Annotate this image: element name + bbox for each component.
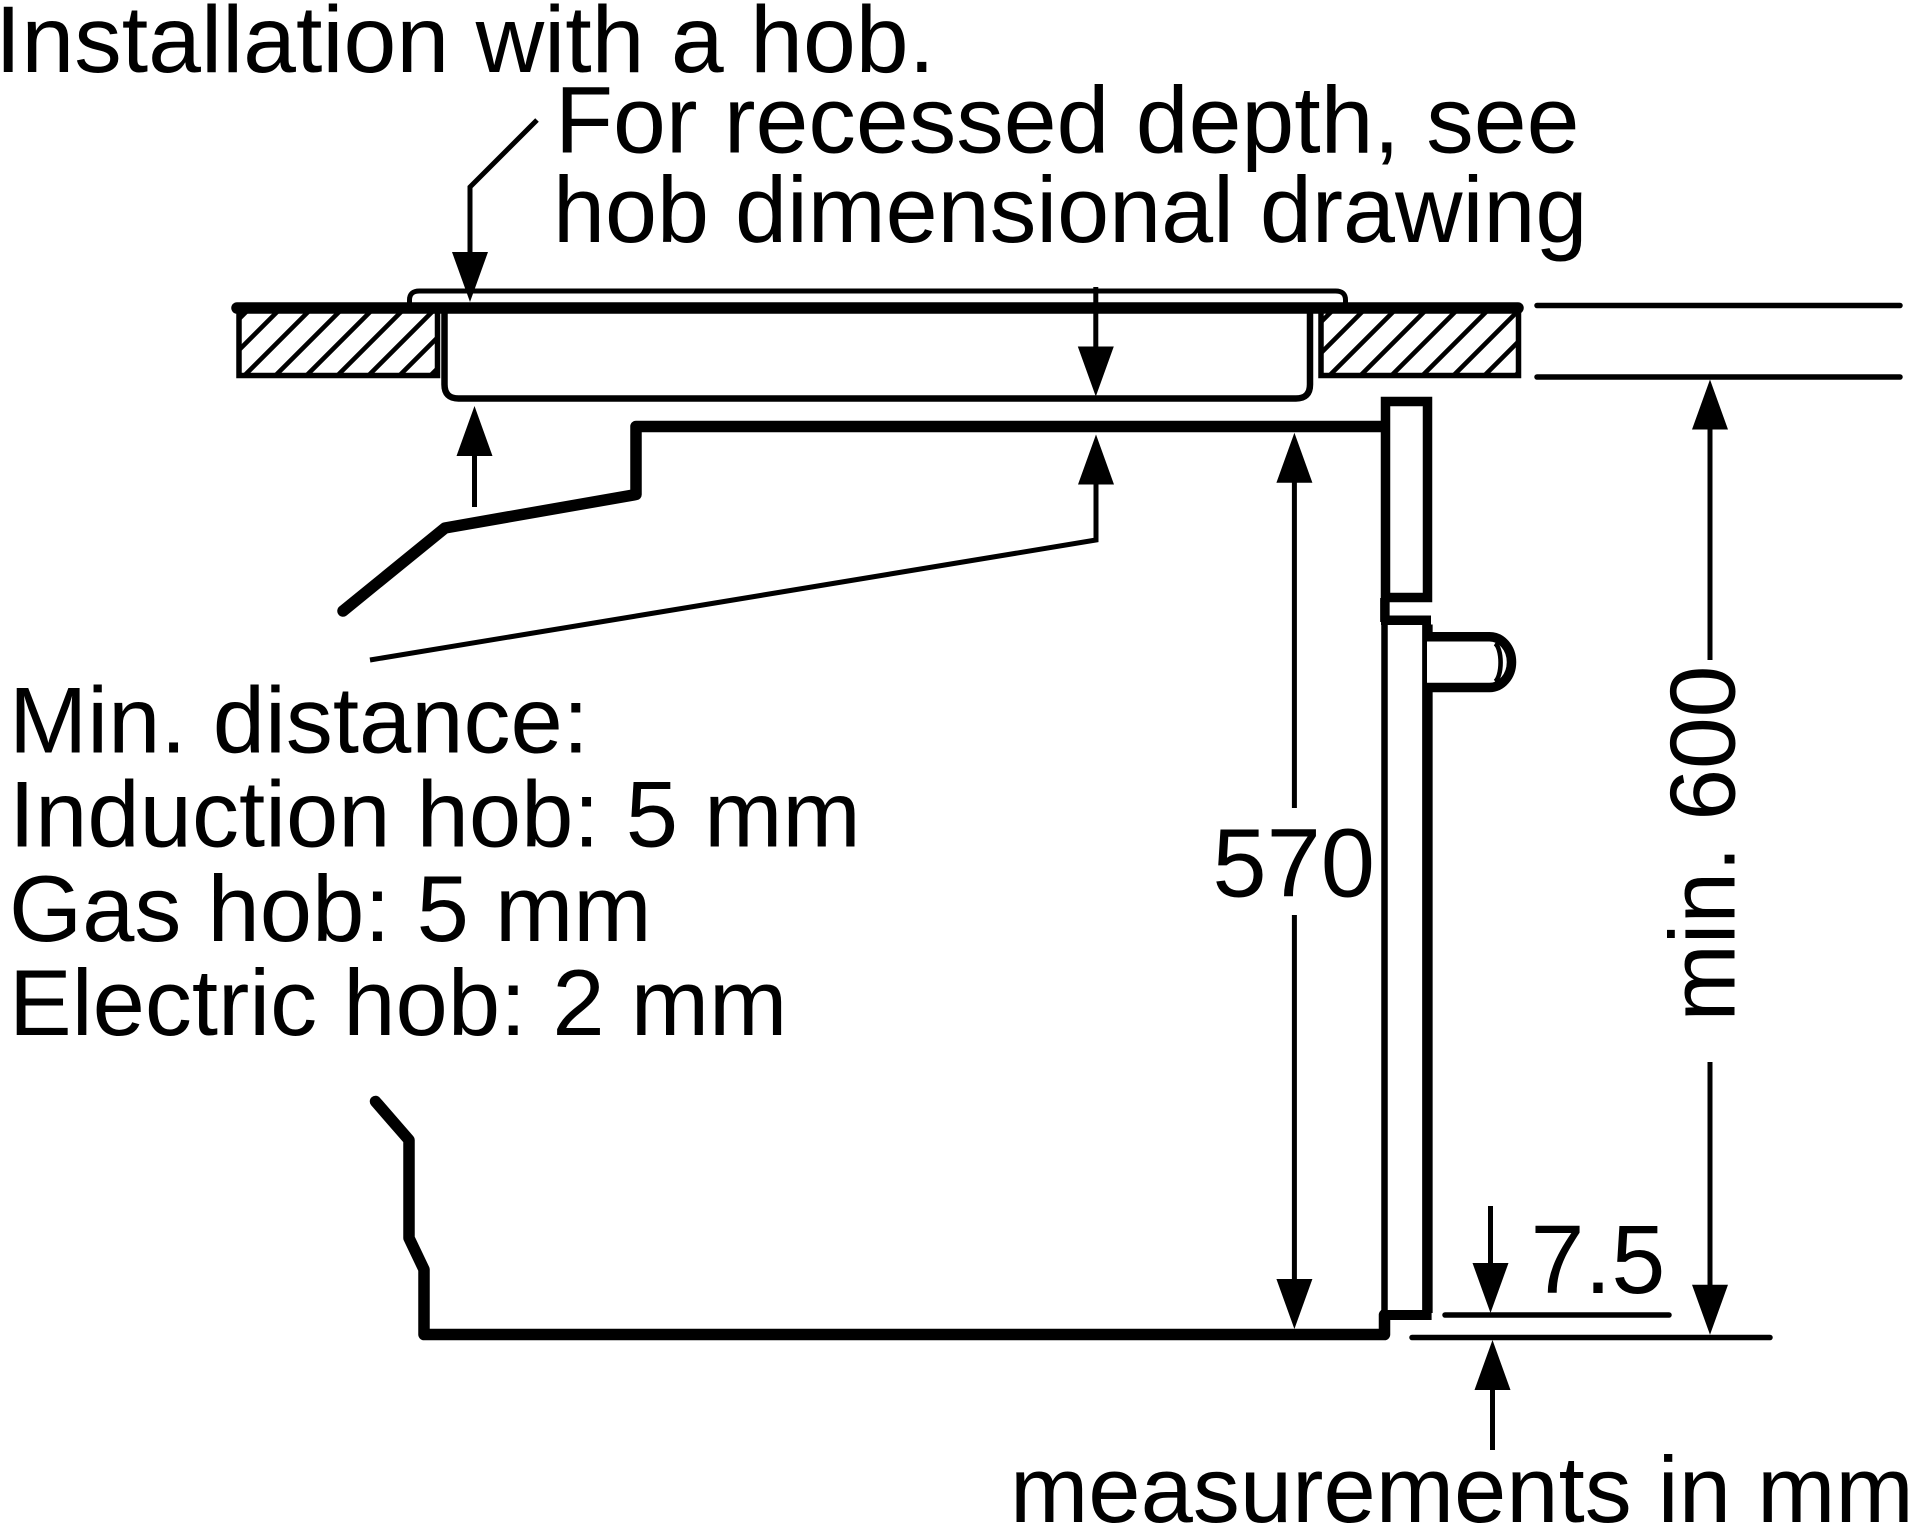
svg-text:Installation with a hob.: Installation with a hob. (0, 0, 935, 93)
svg-text:Electric hob: 2 mm: Electric hob: 2 mm (9, 950, 787, 1055)
svg-text:570: 570 (1212, 809, 1375, 918)
svg-text:Induction hob: 5 mm: Induction hob: 5 mm (9, 762, 861, 867)
svg-text:Gas hob: 5 mm: Gas hob: 5 mm (9, 856, 652, 961)
svg-text:Min. distance:: Min. distance: (9, 668, 589, 773)
svg-text:For recessed depth, see: For recessed depth, see (555, 68, 1579, 174)
svg-text:7.5: 7.5 (1531, 1205, 1666, 1314)
svg-text:measurements in mm: measurements in mm (1010, 1437, 1914, 1531)
svg-text:min. 600: min. 600 (1651, 666, 1755, 1022)
svg-text:hob dimensional drawing: hob dimensional drawing (553, 157, 1587, 262)
